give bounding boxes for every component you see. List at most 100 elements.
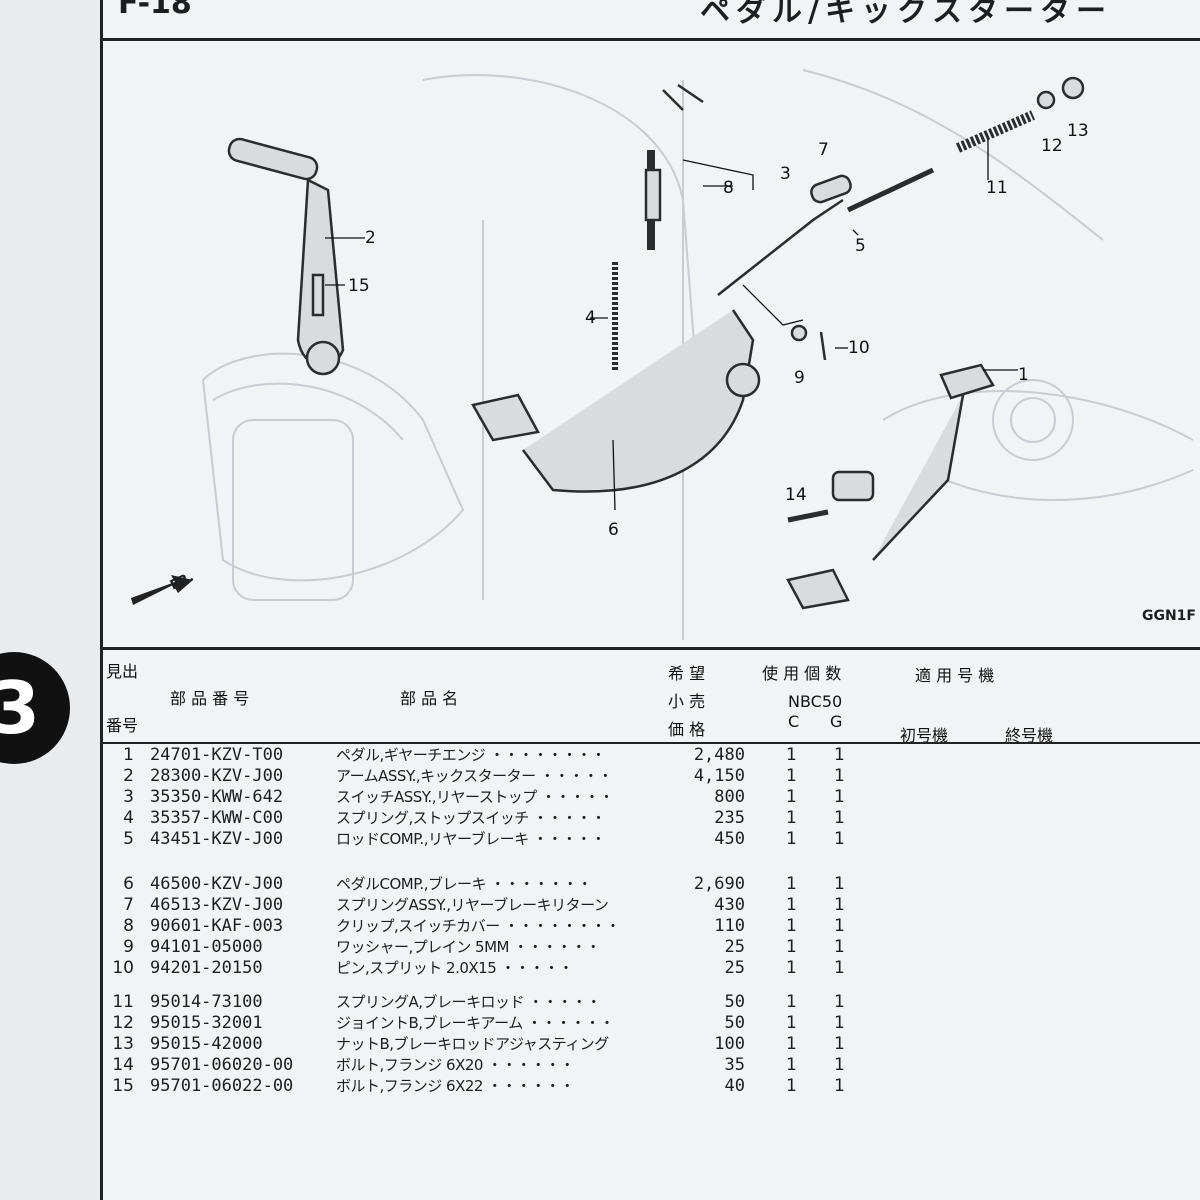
- ref-number: 8: [123, 916, 134, 936]
- qty-c: 1: [786, 808, 797, 828]
- page-border-left: [100, 0, 103, 1200]
- qty-g: 1: [834, 958, 845, 978]
- ref-number: 7: [123, 895, 134, 915]
- part-name: ロッドCOMP.,リヤーブレーキ ・・・・・: [336, 830, 606, 848]
- price: 800: [714, 787, 745, 807]
- callout-11: 11: [986, 178, 1008, 198]
- part-name: スイッチASSY.,リヤーストップ ・・・・・: [336, 788, 614, 806]
- qty-c: 1: [786, 1076, 797, 1096]
- header-part-name: 部 品 名: [400, 689, 459, 708]
- part-name: ジョイントB,ブレーキアーム ・・・・・・: [336, 1014, 614, 1032]
- ref-number: 1: [123, 745, 134, 765]
- callout-13: 13: [1067, 121, 1089, 141]
- part-number: 95701-06022-00: [150, 1076, 294, 1096]
- part-name: スプリング,ストップスイッチ ・・・・・: [336, 809, 606, 827]
- part-name: ピン,スプリット 2.0X15 ・・・・・: [336, 959, 574, 977]
- qty-g: 1: [834, 1076, 845, 1096]
- qty-c: 1: [786, 958, 797, 978]
- ref-number: 10: [112, 958, 134, 978]
- callout-7: 7: [818, 140, 829, 160]
- ref-number: 13: [112, 1034, 134, 1054]
- ref-number: 2: [123, 766, 134, 786]
- price: 2,690: [693, 874, 745, 894]
- qty-c: 1: [786, 745, 797, 765]
- callout-15: 15: [348, 276, 370, 296]
- header-col-c: C: [788, 712, 800, 731]
- part-number: 94201-20150: [150, 958, 263, 978]
- part-name: アームASSY.,キックスターター ・・・・・: [336, 767, 613, 785]
- callout-10: 10: [848, 338, 870, 358]
- table-top-rule: [100, 647, 1200, 650]
- part-name: ボルト,フランジ 6X22 ・・・・・・: [336, 1077, 575, 1095]
- part-name: ペダルCOMP.,ブレーキ ・・・・・・・: [336, 875, 592, 893]
- ref-number: 3: [123, 787, 134, 807]
- qty-g: 1: [834, 745, 845, 765]
- callout-3: 3: [780, 164, 791, 184]
- part-name: ボルト,フランジ 6X20 ・・・・・・: [336, 1056, 575, 1074]
- price: 430: [714, 895, 745, 915]
- part-number: 28300-KZV-J00: [150, 766, 284, 786]
- price: 450: [714, 829, 745, 849]
- qty-c: 1: [786, 1055, 797, 1075]
- qty-c: 1: [786, 1034, 797, 1054]
- part-number: 94101-05000: [150, 937, 263, 957]
- page-title: ペダル/キックスターター: [700, 0, 1113, 29]
- qty-g: 1: [834, 808, 845, 828]
- header-applicable: 適 用 号 機: [915, 666, 995, 685]
- part-number: 24701-KZV-T00: [150, 745, 284, 765]
- qty-g: 1: [834, 787, 845, 807]
- price: 110: [714, 916, 745, 936]
- part-name: スプリングA,ブレーキロッド ・・・・・: [336, 993, 601, 1011]
- header-ref-top: 見出: [106, 662, 139, 681]
- price: 25: [724, 937, 745, 957]
- callout-12: 12: [1041, 136, 1063, 156]
- table-row: 10 94201-20150 ピン,スプリット 2.0X15 ・・・・・ 25 1 1: [110, 958, 870, 979]
- ref-number: 12: [112, 1013, 134, 1033]
- qty-g: 1: [834, 1055, 845, 1075]
- qty-c: 1: [786, 787, 797, 807]
- qty-c: 1: [786, 874, 797, 894]
- header-model: NBC50: [788, 692, 843, 711]
- part-number: 35357-KWW-C00: [150, 808, 284, 828]
- qty-g: 1: [834, 895, 845, 915]
- header-price-1: 希 望: [668, 664, 706, 683]
- ref-number: 11: [112, 992, 134, 1012]
- callout-14: 14: [785, 485, 807, 505]
- page-margin: 3: [0, 0, 100, 1200]
- qty-g: 1: [834, 874, 845, 894]
- qty-c: 1: [786, 992, 797, 1012]
- part-name: クリップ,スイッチカバー ・・・・・・・・: [336, 917, 621, 935]
- header-qty: 使 用 個 数: [762, 664, 842, 683]
- header-last-serial: 終号機: [1005, 726, 1054, 745]
- ref-number: 5: [123, 829, 134, 849]
- table-row: 5 43451-KZV-J00 ロッドCOMP.,リヤーブレーキ ・・・・・ 450 1…: [110, 829, 870, 850]
- qty-c: 1: [786, 766, 797, 786]
- part-name: ワッシャー,プレイン 5MM ・・・・・・: [336, 938, 601, 956]
- part-number: 46513-KZV-J00: [150, 895, 284, 915]
- qty-g: 1: [834, 916, 845, 936]
- qty-g: 1: [834, 1034, 845, 1054]
- part-number: 95701-06020-00: [150, 1055, 294, 1075]
- qty-c: 1: [786, 937, 797, 957]
- part-number: 43451-KZV-J00: [150, 829, 284, 849]
- part-number: 95015-32001: [150, 1013, 263, 1033]
- figure-code: GGN1F: [1141, 608, 1196, 624]
- qty-c: 1: [786, 829, 797, 849]
- header-bottom-rule: [100, 742, 1200, 744]
- header-col-g: G: [830, 712, 843, 731]
- price: 4,150: [693, 766, 745, 786]
- qty-g: 1: [834, 1013, 845, 1033]
- price: 25: [724, 958, 745, 978]
- page-code: F-18: [118, 0, 192, 21]
- part-name: ペダル,ギヤーチエンジ ・・・・・・・・: [336, 746, 606, 764]
- price: 235: [714, 808, 745, 828]
- section-tab: 3: [0, 652, 70, 764]
- price: 35: [724, 1055, 745, 1075]
